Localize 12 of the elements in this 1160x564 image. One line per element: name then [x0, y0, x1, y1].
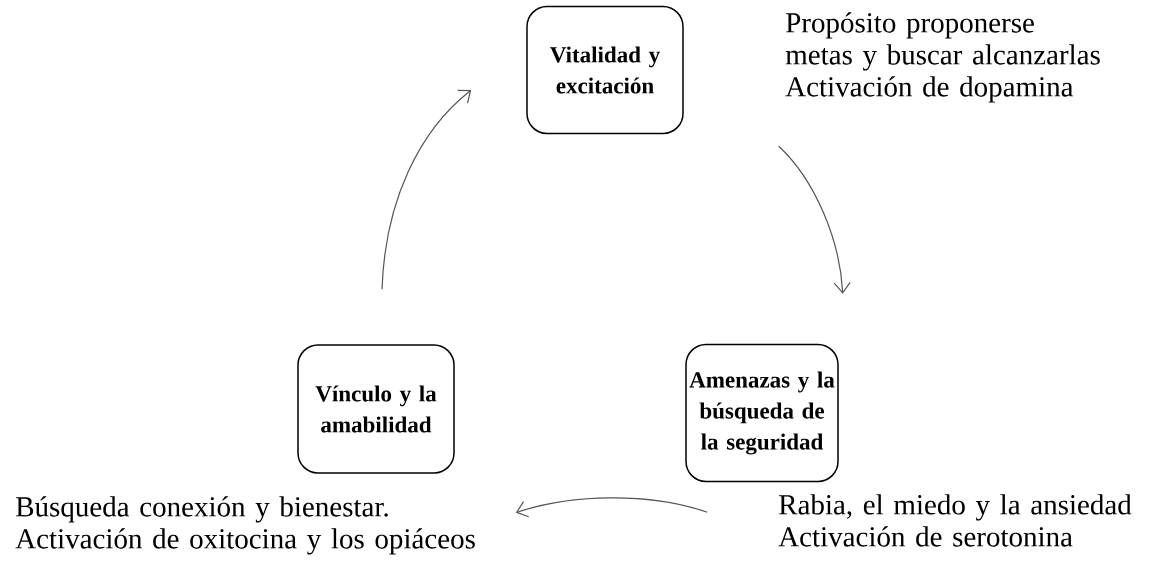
annotation-text: Activación de serotonina — [778, 526, 1073, 547]
rounded-box: Vínculo y la amabilidad — [297, 344, 455, 474]
annotation-text: Búsqueda conexión y bienestar. — [16, 496, 388, 523]
curved-arrow — [381, 89, 472, 290]
annotation-text: Propósito proponerse metas y buscar alcanzarlas — [785, 12, 1100, 71]
annotation-text: Rabia, el miedo y la ansiedad — [779, 494, 1132, 521]
rounded-box: Amenazas y la búsqueda de la seguridad — [685, 343, 839, 483]
annotation-text: Activación de dopamina — [785, 76, 1074, 103]
curved-arrow — [515, 497, 708, 518]
rounded-box: Vitalidad y excitación — [526, 5, 684, 135]
annotation-text: Activación de oxitocina y los opiáceos — [15, 528, 475, 555]
curved-arrow — [778, 145, 851, 294]
